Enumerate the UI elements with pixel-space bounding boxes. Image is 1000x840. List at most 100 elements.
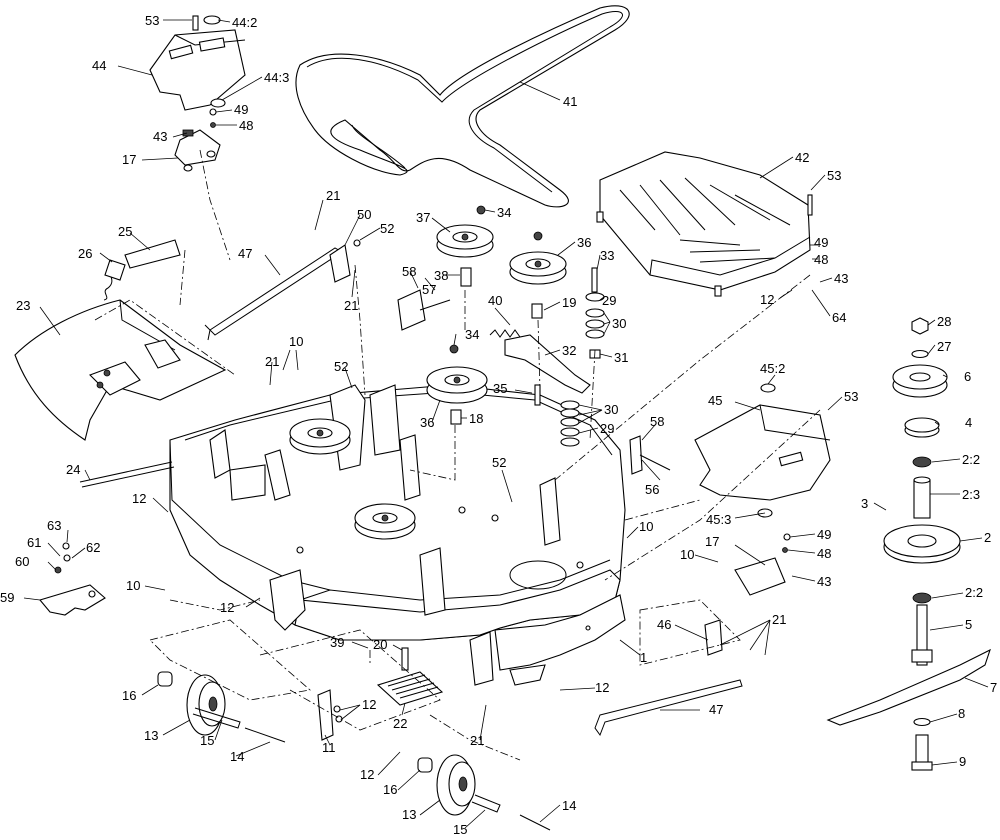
callout-30: 30 (604, 402, 618, 417)
callout-7: 7 (990, 680, 997, 695)
spacer-19 (531, 303, 543, 319)
callout-60: 60 (15, 554, 29, 569)
callout-13: 13 (144, 728, 158, 743)
nut-34-upper (476, 205, 486, 215)
idler-pulley-36-upper (509, 251, 567, 285)
callout-10: 10 (289, 334, 303, 349)
callout-21: 21 (265, 354, 279, 369)
callout-2-2: 2:2 (962, 452, 980, 467)
deck-step-plate (376, 647, 444, 706)
callout-10: 10 (639, 519, 653, 534)
latch-assembly (39, 542, 106, 616)
callout-42: 42 (795, 150, 809, 165)
leader-lines (23, 19, 989, 829)
callout-48: 48 (817, 546, 831, 561)
callout-37: 37 (416, 210, 430, 225)
callout-52: 52 (380, 221, 394, 236)
callout-45: 45 (708, 393, 722, 408)
washer-stack-center (560, 400, 580, 447)
callout-46: 46 (657, 617, 671, 632)
callout-36: 36 (420, 415, 434, 430)
left-side-shield (14, 239, 227, 441)
idler-pulley-36-lower (426, 366, 488, 404)
callout-53: 53 (844, 389, 858, 404)
callout-41: 41 (563, 94, 577, 109)
callout-10: 10 (126, 578, 140, 593)
callout-35: 35 (493, 381, 507, 396)
callout-62: 62 (86, 540, 100, 555)
callout-20: 20 (373, 637, 387, 652)
bracket-57 (397, 289, 451, 331)
callout-59: 59 (0, 590, 14, 605)
callout-1: 1 (640, 650, 647, 665)
callout-39: 39 (330, 635, 344, 650)
callout-57: 57 (422, 282, 436, 297)
callout-11: 11 (322, 740, 336, 755)
callout-2-2: 2:2 (965, 585, 983, 600)
callout-34: 34 (465, 327, 479, 342)
spacer-38 (460, 267, 472, 287)
bracket-11 (317, 689, 343, 741)
callout-16: 16 (383, 782, 397, 797)
callout-18: 18 (469, 411, 483, 426)
callout-2: 2 (984, 530, 991, 545)
callout-48: 48 (239, 118, 253, 133)
callout-52: 52 (334, 359, 348, 374)
callout-15: 15 (453, 822, 467, 837)
callout-9: 9 (959, 754, 966, 769)
callout-21: 21 (326, 188, 340, 203)
callout-23: 23 (16, 298, 30, 313)
callout-21: 21 (344, 298, 358, 313)
callout-5: 5 (965, 617, 972, 632)
callout-63: 63 (47, 518, 61, 533)
callout-53: 53 (145, 13, 159, 28)
callout-47: 47 (709, 702, 723, 717)
callout-48: 48 (814, 252, 828, 267)
callout-labels: 53 44:2 44 44:3 49 43 48 17 41 42 53 21 … (0, 13, 997, 837)
idler-pulley-37 (436, 224, 494, 258)
idler-arm (489, 329, 591, 406)
callout-17: 17 (122, 152, 136, 167)
callout-12: 12 (220, 600, 234, 615)
caster-wheel-right (417, 754, 551, 831)
callout-4: 4 (965, 415, 972, 430)
callout-52: 52 (492, 455, 506, 470)
callout-12: 12 (360, 767, 374, 782)
callout-29: 29 (600, 421, 614, 436)
callout-50: 50 (357, 207, 371, 222)
bracket-56 (629, 435, 671, 475)
nut-34-mid (533, 231, 543, 241)
callout-10: 10 (680, 547, 694, 562)
rod-47-lower (594, 679, 743, 737)
callout-44: 44 (92, 58, 106, 73)
callout-36: 36 (577, 235, 591, 250)
callout-16: 16 (122, 688, 136, 703)
callout-40: 40 (488, 293, 502, 308)
rod-47-upper (204, 247, 343, 341)
callout-12: 12 (362, 697, 376, 712)
washer-stack-right (585, 267, 605, 359)
callout-43: 43 (153, 129, 167, 144)
callout-49: 49 (234, 102, 248, 117)
callout-44-2: 44:2 (232, 15, 257, 30)
callout-14: 14 (562, 798, 576, 813)
callout-17: 17 (705, 534, 719, 549)
callout-29: 29 (602, 293, 616, 308)
deck-left-spindle-pulley (289, 418, 351, 455)
rod-24 (79, 461, 175, 488)
callout-44-3: 44:3 (264, 70, 289, 85)
callout-49: 49 (814, 235, 828, 250)
callout-27: 27 (937, 339, 951, 354)
callout-64: 64 (832, 310, 846, 325)
callout-22: 22 (393, 716, 407, 731)
bracket-46 (704, 619, 723, 656)
callout-61: 61 (27, 535, 41, 550)
callout-13: 13 (402, 807, 416, 822)
callout-26: 26 (78, 246, 92, 261)
callout-47: 47 (238, 246, 252, 261)
callout-12: 12 (760, 292, 774, 307)
callout-15: 15 (200, 733, 214, 748)
drive-belt (295, 5, 630, 208)
right-belt-cover (596, 151, 813, 297)
